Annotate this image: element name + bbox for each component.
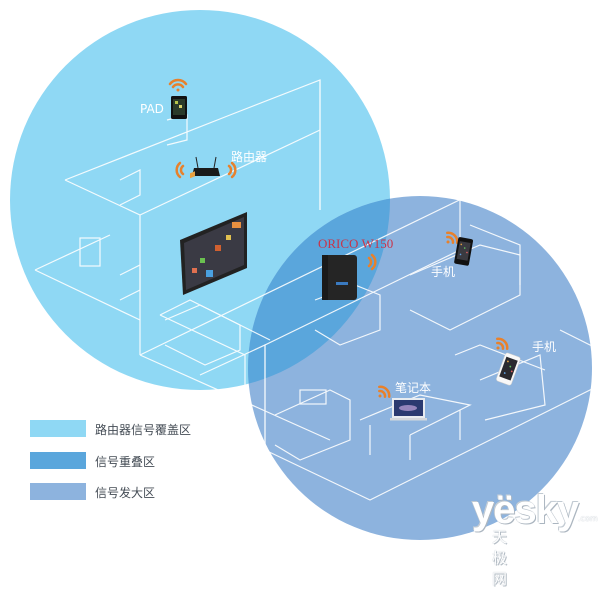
legend-swatch [30, 420, 86, 437]
router-device-icon [192, 156, 220, 176]
orico-w150-label: ORICO W150 [318, 236, 394, 251]
diagram-canvas [10, 10, 601, 540]
legend-item-extender: 信号发大区 [30, 483, 230, 500]
legend-swatch [30, 483, 86, 500]
phone-device-icon [454, 237, 474, 266]
legend-label: 信号发大区 [95, 486, 156, 500]
wifi-signal-icon [168, 78, 509, 398]
legend-item-overlap: 信号重叠区 [30, 452, 230, 469]
phone-device-icon [496, 352, 521, 386]
phone-label-sofa: 手机 [532, 340, 557, 354]
watermark-logo: yësky [472, 488, 579, 532]
legend-item-router-coverage: 路由器信号覆盖区 [30, 420, 230, 437]
tv-device-icon [180, 171, 247, 295]
floor-plan-lines [34, 79, 601, 501]
coverage-diagram: PAD 路由器 ORICO W150 手机 手机 笔记本 路由器信号覆盖区 信号… [10, 10, 601, 588]
pad-label: PAD [140, 102, 164, 116]
watermark-suffix: .com [578, 514, 598, 523]
pad-device-icon [171, 96, 187, 119]
watermark-cn: 天极网 [492, 528, 510, 588]
legend-swatch [30, 452, 86, 469]
router-label: 路由器 [231, 150, 268, 164]
orico-w150-device-icon [322, 255, 357, 300]
legend-label: 信号重叠区 [95, 455, 156, 469]
laptop-label: 笔记本 [395, 381, 432, 395]
phone-label-bedroom: 手机 [431, 265, 456, 279]
legend-label: 路由器信号覆盖区 [95, 423, 192, 437]
laptop-device-icon [390, 398, 427, 421]
